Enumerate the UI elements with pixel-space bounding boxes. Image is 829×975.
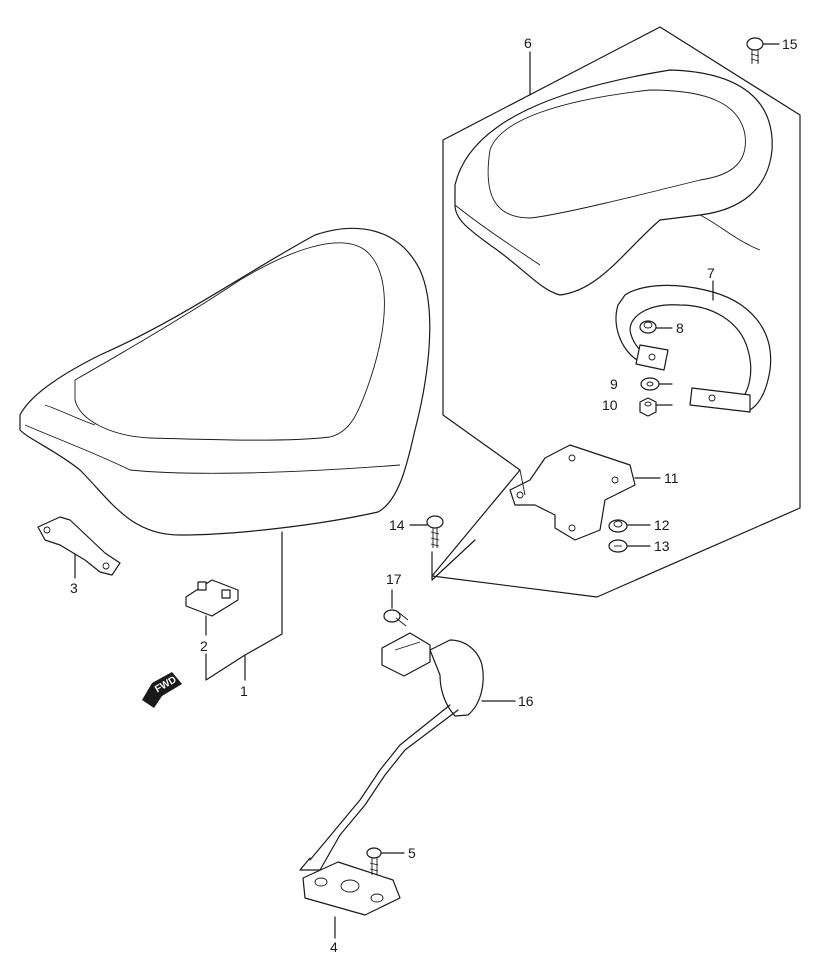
leader-group-1 (205, 531, 283, 681)
callout-10: 10 (602, 397, 618, 413)
part-5-screw (366, 847, 382, 875)
part-9-washer (640, 377, 660, 391)
part-2-cushion (185, 579, 239, 617)
part-3-clip (37, 516, 121, 576)
passenger-seat (454, 69, 773, 296)
callout-7: 7 (707, 265, 715, 281)
callout-9: 9 (610, 376, 618, 392)
rider-seat (19, 227, 431, 536)
callout-6: 6 (524, 35, 532, 51)
passenger-seat-group-outline (431, 26, 801, 598)
part-12-nut (608, 519, 628, 533)
part-14-bolt (426, 515, 476, 581)
fwd-arrow: FWD (142, 672, 182, 708)
part-10-nut (639, 397, 657, 417)
callout-2: 2 (200, 638, 208, 654)
part-8-bolt (639, 320, 657, 334)
part-13-cap (608, 539, 628, 553)
leader-lines (74, 43, 780, 939)
callout-16: 16 (518, 693, 534, 709)
part-15-screw (746, 37, 764, 64)
callout-8: 8 (676, 320, 684, 336)
seat-strap (615, 284, 772, 413)
callout-15: 15 (782, 36, 798, 52)
callout-5: 5 (408, 845, 416, 861)
callout-12: 12 (654, 517, 670, 533)
callout-1: 1 (240, 683, 248, 699)
callout-3: 3 (70, 580, 78, 596)
seat-lock (299, 632, 484, 871)
callout-14: 14 (389, 517, 405, 533)
callout-4: 4 (330, 939, 338, 955)
part-4-plate (302, 861, 401, 916)
callout-11: 11 (664, 470, 679, 486)
mounting-bracket (509, 444, 636, 541)
part-17-screw (383, 609, 409, 627)
callout-17: 17 (386, 571, 402, 587)
callout-13: 13 (654, 538, 670, 554)
